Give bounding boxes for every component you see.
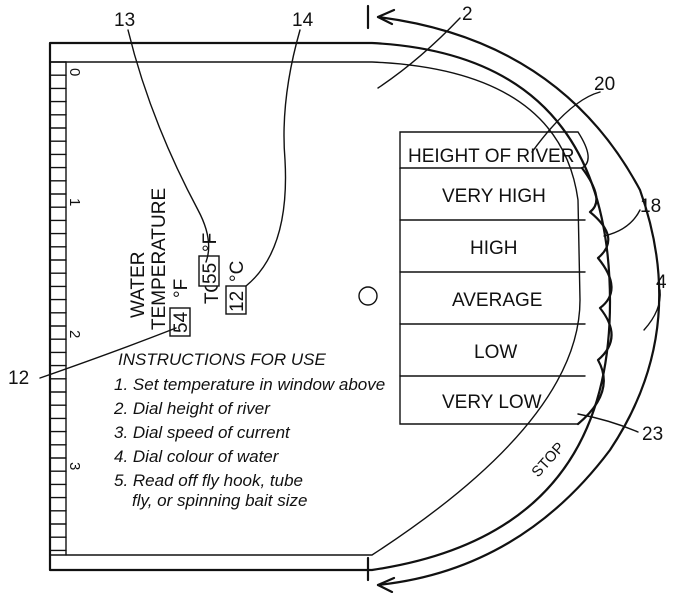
left-ruler	[49, 61, 67, 556]
ref-4: 4	[656, 272, 667, 293]
scale-label-3: 3	[66, 462, 83, 470]
bottom-arrow-icon	[376, 576, 396, 593]
ref-12: 12	[8, 368, 29, 389]
river-header: HEIGHT OF RIVER	[408, 146, 574, 167]
instruction-step-1: 1. Set temperature in window above	[114, 375, 385, 394]
unit-c: °C	[227, 261, 248, 282]
ref-20: 20	[594, 74, 615, 95]
temp-c-value: 12	[227, 291, 248, 312]
outer-card-outline	[48, 41, 612, 572]
river-level-low: LOW	[474, 342, 517, 363]
ref-2: 2	[462, 4, 473, 25]
temperature-block: WATER TEMPERATURE 54 °F TO 55 °F 12 °C	[128, 188, 248, 337]
river-level-very-high: VERY HIGH	[442, 186, 546, 207]
water-label: WATER	[128, 252, 149, 319]
river-level-average: AVERAGE	[452, 290, 542, 311]
rotating-dial-arc	[376, 15, 661, 587]
leader-12	[39, 327, 177, 379]
unit-f-low: °F	[171, 279, 192, 298]
scalloped-edge	[576, 166, 613, 426]
scale-label-0: 0	[66, 68, 83, 76]
temp-window-f-high	[198, 255, 220, 287]
center-pivot	[358, 286, 378, 306]
instruction-step-5-cont: fly, or spinning bait size	[132, 491, 307, 510]
temperature-label: TEMPERATURE	[149, 188, 170, 330]
leader-18	[603, 209, 641, 237]
river-level-very-low: VERY LOW	[442, 392, 542, 413]
scale-label-2: 2	[66, 330, 83, 338]
top-arrow-icon	[376, 8, 396, 26]
temp-f-low-value: 54	[171, 311, 192, 333]
instruction-step-3: 3. Dial speed of current	[114, 423, 291, 442]
instructions-title: INSTRUCTIONS FOR USE	[118, 350, 326, 369]
leader-23	[577, 413, 639, 433]
ref-18: 18	[640, 196, 661, 217]
inner-card-outline	[49, 61, 581, 556]
scale-label-1: 1	[66, 198, 83, 206]
leader-14	[245, 29, 301, 287]
stop-label: STOP	[528, 439, 568, 481]
river-level-high: HIGH	[470, 238, 518, 259]
unit-f-high: °F	[200, 233, 221, 252]
instructions-block: INSTRUCTIONS FOR USE 1. Set temperature …	[113, 350, 385, 510]
leader-20	[531, 91, 601, 153]
ref-14: 14	[292, 10, 314, 31]
instruction-step-2: 2. Dial height of river	[113, 399, 271, 418]
instruction-step-4: 4. Dial colour of water	[114, 447, 280, 466]
leader-4	[643, 289, 661, 331]
river-height-window: HEIGHT OF RIVER VERY HIGH HIGH AVERAGE L…	[399, 131, 613, 426]
leader-2	[377, 17, 461, 89]
ref-23: 23	[642, 424, 663, 445]
ref-13: 13	[114, 10, 135, 31]
temp-window-c	[225, 285, 247, 315]
instruction-step-5: 5. Read off fly hook, tube	[114, 471, 303, 490]
leader-13	[127, 29, 210, 263]
temp-f-high-value: 55	[200, 263, 221, 284]
